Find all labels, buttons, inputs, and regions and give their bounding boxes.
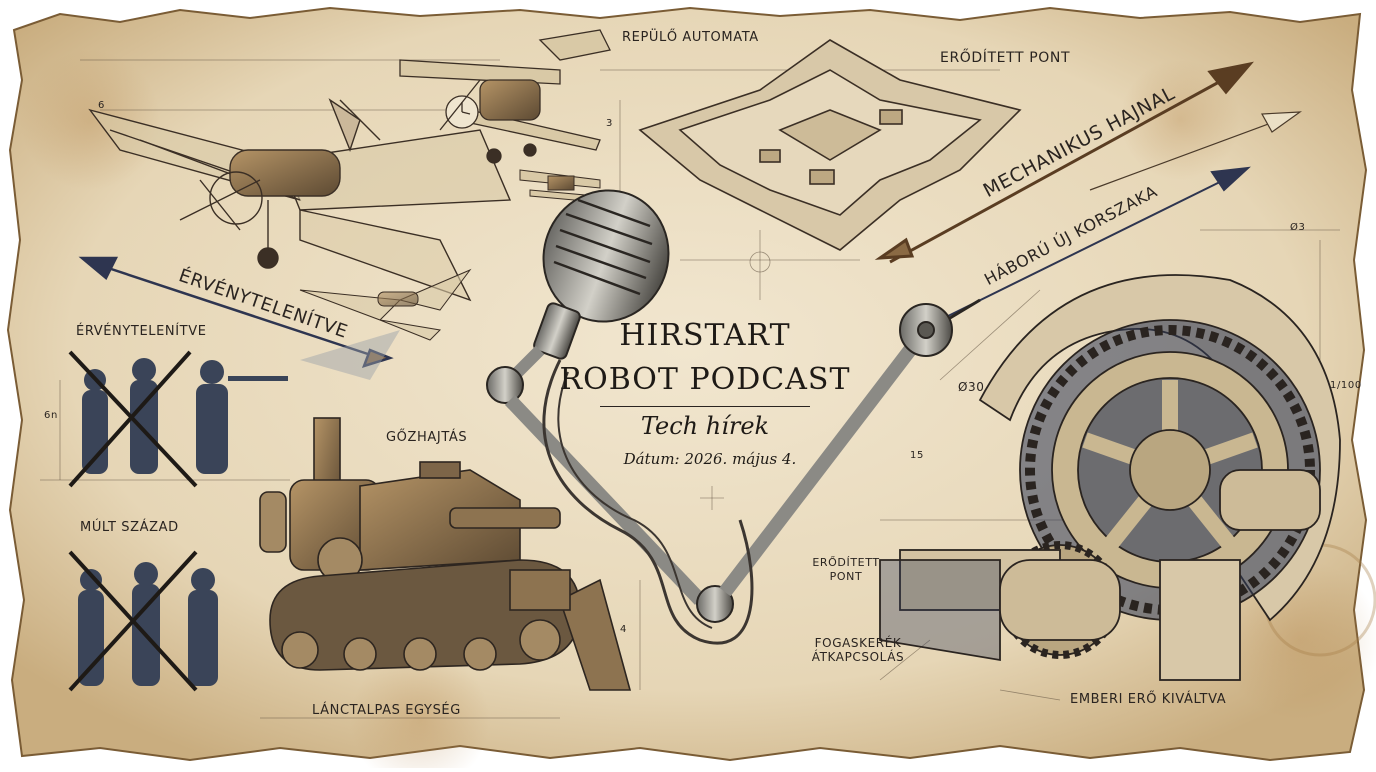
soldiers-silhouette-top (82, 358, 288, 474)
microphone-drawing (486, 189, 981, 645)
label-gear-switching: FOGASKERÉK ÁTKAPCSOLÁS (811, 636, 905, 664)
dimension-mark: 4 (620, 624, 627, 635)
dimension-mark: Ø3 (1290, 222, 1306, 233)
steam-tank-drawing (259, 330, 632, 691)
podcast-title-line1: HIRSTART (619, 318, 791, 353)
dimension-mark: Ø30 (958, 380, 985, 394)
dimension-mark: 3 (606, 118, 613, 129)
glider-drawing (299, 268, 472, 341)
label-fortified-point-small: ERŐDÍTETT PONT (812, 556, 880, 583)
cross-mark-bottom (68, 550, 198, 692)
star-fort-drawing (638, 39, 1022, 251)
podcast-subtitle: Tech hírek (640, 412, 770, 440)
soldiers-silhouette-bottom (78, 562, 218, 686)
label-tracked-unit: LÁNCTALPAS EGYSÉG (312, 703, 461, 718)
arrow-invalidated (78, 256, 394, 368)
coffee-stain (350, 650, 490, 772)
arrow-new-era (939, 166, 1251, 321)
label-last-century: MÚLT SZÁZAD (80, 520, 179, 535)
gear-machine-drawing (879, 274, 1341, 681)
podcast-date: Dátum: 2026. május 4. (623, 450, 797, 468)
label-fortified-point-top: ERŐDÍTETT PONT (940, 50, 1071, 66)
construction-lines (40, 59, 1340, 719)
biplane-drawing (399, 29, 611, 164)
dimension-mark: 1/100 (1330, 380, 1362, 391)
label-flying-automaton: REPÜLŐ AUTOMATA (622, 30, 759, 45)
coffee-stain (1120, 60, 1240, 180)
dimension-mark: 15 (910, 450, 924, 461)
label-steam-drive: GŐZHAJTÁS (386, 430, 468, 445)
podcast-title-line2: ROBOT PODCAST (559, 362, 851, 397)
label-invalidated: ÉRVÉNYTELENÍTVE (76, 324, 207, 339)
arrow-outline (1089, 111, 1303, 191)
arrow-mechanical-dawn (874, 61, 1254, 264)
title-divider (600, 406, 810, 407)
cross-mark-top (68, 350, 198, 488)
dimension-mark: 6n (44, 410, 58, 421)
label-human-power-replaced: EMBERI ERŐ KIVÁLTVA (1070, 692, 1227, 707)
coffee-stain (20, 50, 160, 190)
ornithopter-drawing (88, 98, 512, 302)
dimension-mark: 6 (98, 100, 105, 111)
